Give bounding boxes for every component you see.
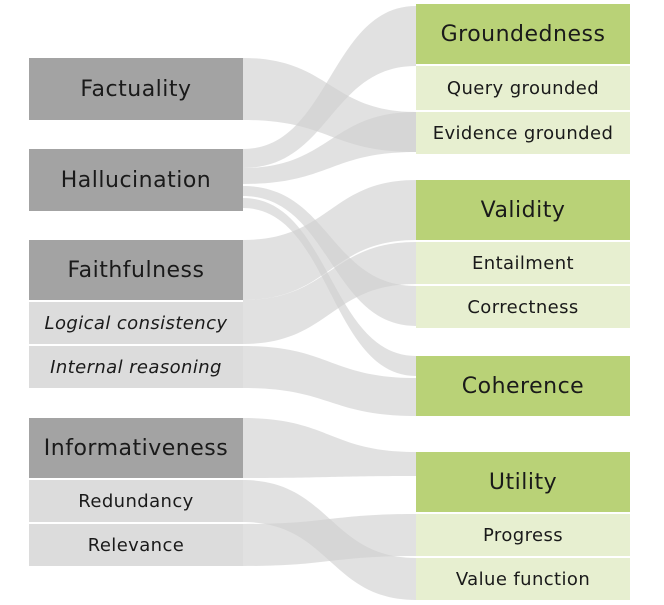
node-internal-reasoning-label: Internal reasoning xyxy=(50,356,222,378)
node-entailment: Entailment xyxy=(416,242,630,284)
node-utility-label: Utility xyxy=(488,469,558,495)
node-factuality-label: Factuality xyxy=(80,76,192,102)
node-coherence-label: Coherence xyxy=(461,373,585,399)
node-relevance-label: Relevance xyxy=(87,534,185,556)
node-redundancy: Redundancy xyxy=(29,480,243,522)
node-query-grounded: Query grounded xyxy=(416,66,630,110)
flow-logical-consistency-entailment xyxy=(243,242,416,344)
node-value-function: Value function xyxy=(416,558,630,600)
flow-hallucination-query-grounded xyxy=(243,6,416,168)
node-progress-label: Progress xyxy=(482,524,564,546)
node-informativeness-label: Informativeness xyxy=(43,435,229,461)
node-correctness-label: Correctness xyxy=(467,296,579,318)
flow-relevance-progress xyxy=(243,514,416,566)
node-validity: Validity xyxy=(416,180,630,240)
node-informativeness: Informativeness xyxy=(29,418,243,478)
flow-informativeness-utility xyxy=(243,418,416,478)
node-logical-consistency: Logical consistency xyxy=(29,302,243,344)
node-coherence: Coherence xyxy=(416,356,630,416)
node-hallucination-label: Hallucination xyxy=(60,167,212,193)
node-evidence-grounded-label: Evidence grounded xyxy=(432,122,614,144)
node-progress: Progress xyxy=(416,514,630,556)
node-relevance: Relevance xyxy=(29,524,243,566)
node-query-grounded-label: Query grounded xyxy=(446,77,600,99)
node-validity-label: Validity xyxy=(480,197,566,223)
node-hallucination: Hallucination xyxy=(29,149,243,211)
node-utility: Utility xyxy=(416,452,630,512)
node-faithfulness-label: Faithfulness xyxy=(67,257,205,283)
flow-hallucination-evidence-grounded xyxy=(243,112,416,184)
node-factuality: Factuality xyxy=(29,58,243,120)
flow-faithfulness-validity xyxy=(243,180,416,300)
node-evidence-grounded: Evidence grounded xyxy=(416,112,630,154)
node-internal-reasoning: Internal reasoning xyxy=(29,346,243,388)
node-groundedness-label: Groundedness xyxy=(440,21,606,47)
node-faithfulness: Faithfulness xyxy=(29,240,243,300)
node-value-function-label: Value function xyxy=(455,568,591,590)
node-correctness: Correctness xyxy=(416,286,630,328)
node-redundancy-label: Redundancy xyxy=(78,490,194,512)
flow-internal-reasoning-coherence xyxy=(243,346,416,416)
node-logical-consistency-label: Logical consistency xyxy=(44,312,228,334)
node-entailment-label: Entailment xyxy=(472,252,574,274)
node-groundedness: Groundedness xyxy=(416,4,630,64)
